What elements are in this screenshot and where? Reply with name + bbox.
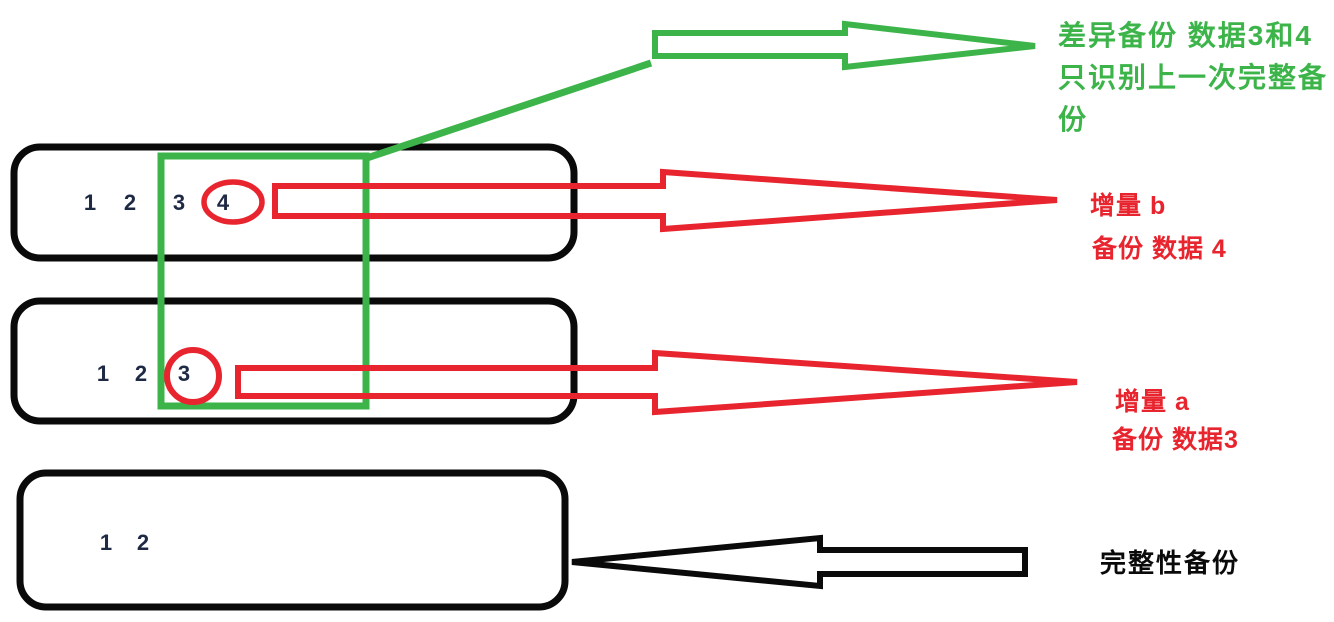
bottom-box-number-1: 1: [100, 530, 112, 555]
highlight-circle-3: [164, 347, 222, 405]
top-box-number-3: 3: [173, 190, 185, 215]
differential-scope-rect: [157, 152, 370, 410]
bottom-backup-box: [16, 469, 569, 611]
top-box-number-1: 1: [84, 190, 96, 215]
middle-box-number-2: 2: [135, 361, 147, 386]
bottom-box-number-2: 2: [137, 530, 149, 555]
highlight-ellipse-4: [201, 179, 265, 225]
top-box-number-2: 2: [124, 190, 136, 215]
incremental-a-arrow: [235, 349, 1078, 416]
differential-label-line-1: 差异备份 数据3和4: [1058, 19, 1313, 51]
differential-label-line-3: 份: [1058, 104, 1088, 135]
differential-label-line-2: 只识别上一次完整备: [1058, 61, 1328, 93]
middle-box-number-1: 1: [97, 361, 109, 386]
incremental-b-label-line-1: 增量 b: [1090, 191, 1166, 220]
full-backup-arrow: [571, 534, 1028, 590]
middle-backup-box: [10, 297, 578, 425]
incremental-b-label-line-2: 备份 数据 4: [1091, 235, 1227, 263]
incremental-a-label-line-2: 备份 数据3: [1111, 426, 1239, 454]
top-box-number-4: 4: [217, 190, 230, 215]
full-backup-label: 完整性备份: [1100, 548, 1240, 578]
incremental-b-arrow: [272, 168, 1058, 233]
middle-box-number-3: 3: [178, 361, 190, 386]
incremental-a-label-line-1: 增量 a: [1115, 387, 1190, 416]
differential-arrow: [652, 20, 1036, 71]
differential-connector-line: [362, 59, 653, 163]
top-backup-box: [10, 143, 578, 262]
